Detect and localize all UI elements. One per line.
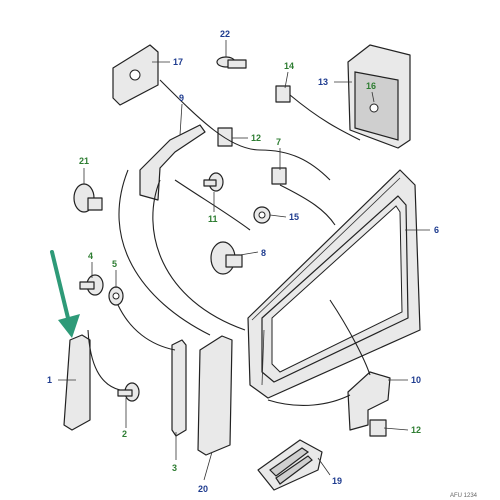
washer-part-15 [253,206,271,224]
label-part-9: 9 [179,93,184,103]
push-fastener-part [73,183,103,213]
label-part-5: 5 [112,259,117,269]
upper-bracket-part [347,44,411,149]
angle-bracket-part [139,124,206,201]
screw-part-4 [79,274,104,296]
label-part-7: 7 [276,137,281,147]
fastener-part-8 [210,241,243,275]
label-part-2: 2 [122,429,127,439]
label-part-15: 15 [289,212,299,222]
clip-part-7 [271,167,287,185]
leader-lines [58,40,430,481]
bolt-part [216,56,247,69]
label-part-12a: 12 [251,133,261,143]
screw-part-2 [117,382,140,402]
clip-part-14 [275,85,291,103]
strip-part-3 [171,339,187,437]
label-part-10: 10 [411,375,421,385]
strip-part-20 [197,335,233,456]
label-part-21: 21 [79,156,89,166]
figure-reference: AFU 1234 [450,493,478,499]
label-part-17: 17 [173,57,183,67]
label-part-6: 6 [434,225,439,235]
washer-part-5 [108,286,124,306]
label-part-1: 1 [47,375,52,385]
assembly-lines [87,79,371,406]
label-part-3: 3 [172,463,177,473]
label-part-20: 20 [198,484,208,494]
label-part-22: 22 [220,29,230,39]
nut-plate-part [112,44,159,106]
label-part-4: 4 [88,251,93,261]
label-part-12b: 12 [411,425,421,435]
label-part-11: 11 [208,214,218,224]
label-part-8: 8 [261,248,266,258]
part-number-labels: 1 2 3 4 5 6 7 8 9 10 11 12 12 13 14 15 1… [47,29,439,494]
bracket-part-10 [347,371,391,431]
highlight-arrow [50,250,80,338]
screw-part-11 [203,172,224,192]
window-frame-part [247,169,421,399]
trim-part-1 [63,334,91,431]
grille-pad-part [257,439,323,491]
label-part-16: 16 [366,81,376,91]
label-part-13: 13 [318,77,328,87]
label-part-14: 14 [284,61,294,71]
clip-part-12-lower [369,419,387,437]
label-part-19: 19 [332,476,342,486]
clip-part-12-upper [217,127,233,147]
